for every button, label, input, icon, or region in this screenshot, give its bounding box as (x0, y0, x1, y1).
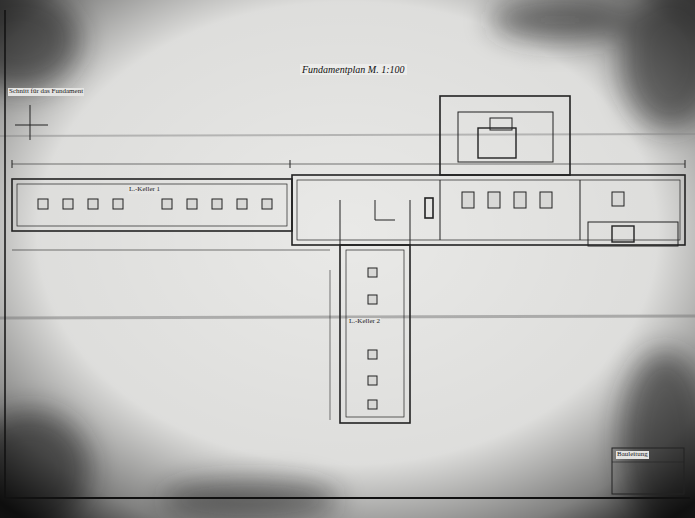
annex-room (458, 112, 553, 162)
wall (340, 200, 341, 245)
plan-note: L.-Keller 2 (348, 318, 381, 326)
plan-title: Fundamentplan M. 1:100 (300, 64, 407, 75)
footing (88, 199, 98, 209)
section-line (30, 105, 31, 140)
fold-line (0, 134, 695, 136)
section-mark (15, 105, 48, 140)
title-block-rule (612, 462, 684, 463)
footing (38, 199, 48, 209)
footing (368, 295, 377, 304)
footing (212, 199, 222, 209)
footing (368, 350, 377, 359)
pit (612, 226, 634, 242)
footing (368, 376, 377, 385)
wing-outline (12, 179, 292, 231)
wall-inner (17, 184, 287, 226)
section-line (15, 125, 48, 126)
wall (375, 200, 395, 220)
column-footings (38, 192, 624, 409)
footing (262, 199, 272, 209)
footing (540, 192, 552, 208)
wall (440, 180, 441, 240)
dimension-line (12, 250, 330, 251)
footing (368, 268, 377, 277)
tick (12, 160, 13, 168)
dimension-line (330, 270, 331, 420)
footing (462, 192, 474, 208)
sheet-edge (4, 10, 6, 498)
chimney-base (478, 128, 516, 158)
footing (187, 199, 197, 209)
wall (410, 200, 411, 245)
sheet-edge (5, 497, 690, 499)
wall-inner (346, 250, 404, 417)
wing-outline (340, 245, 410, 423)
footing (162, 199, 172, 209)
flue (490, 118, 512, 130)
wall (580, 180, 581, 240)
building-plan (12, 96, 685, 423)
dimension-line (12, 164, 685, 165)
annex (440, 96, 570, 175)
plan-note: Bauleitung (616, 451, 649, 459)
room (588, 222, 678, 246)
footing (237, 199, 247, 209)
plan-note: Schnitt für das Fundament (8, 88, 84, 96)
plan-note: L.-Keller 1 (128, 186, 161, 194)
tick (290, 160, 291, 168)
footing (514, 192, 526, 208)
footing (612, 192, 624, 206)
wall-inner (297, 180, 680, 240)
main-block (292, 175, 685, 245)
footing (113, 199, 123, 209)
stair (425, 198, 433, 218)
title-block (612, 448, 684, 494)
footing (63, 199, 73, 209)
footing (488, 192, 500, 208)
tick (685, 160, 686, 168)
footing (368, 400, 377, 409)
